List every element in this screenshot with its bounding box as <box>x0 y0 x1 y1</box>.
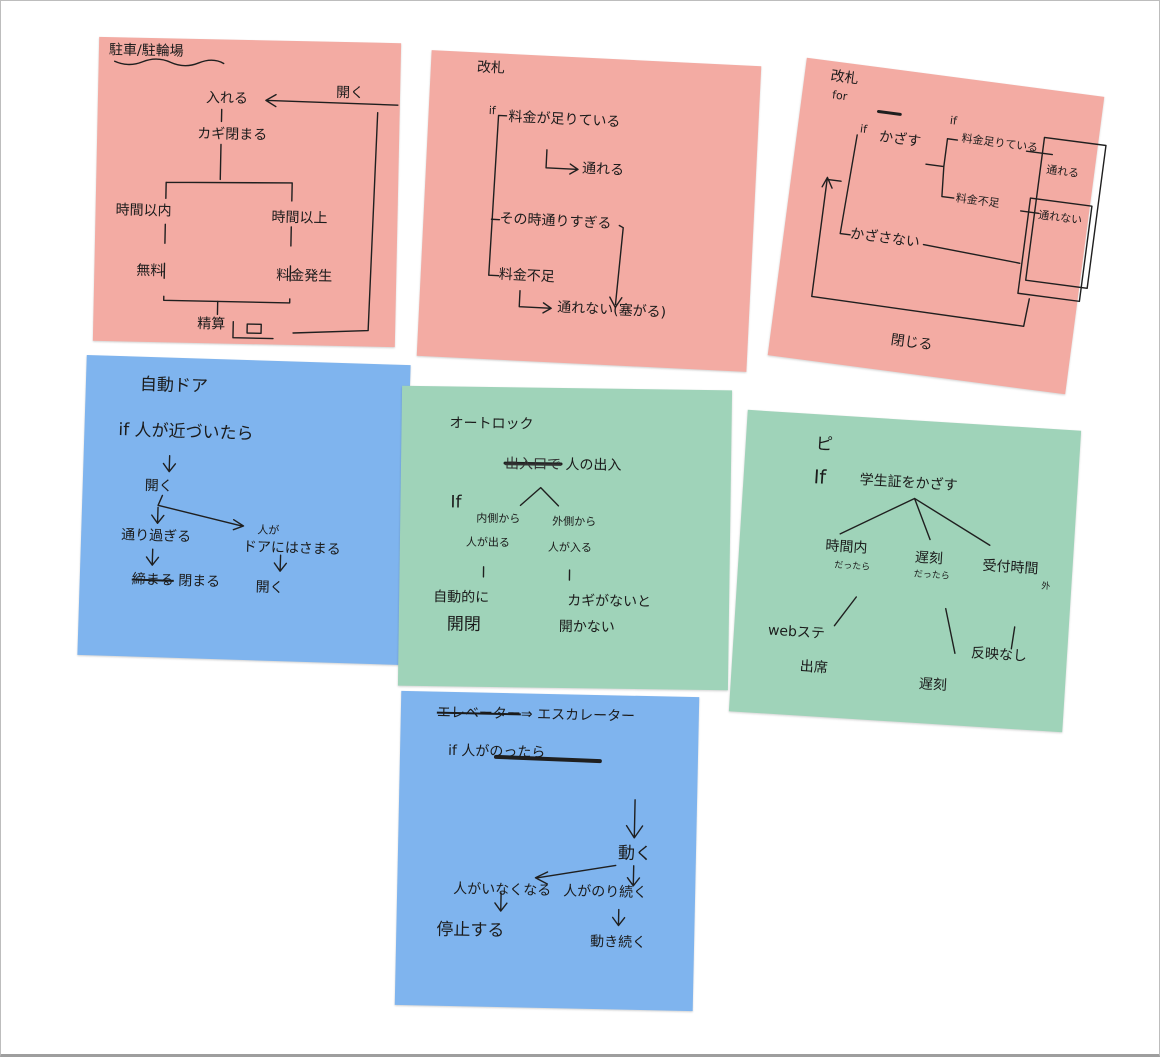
auto-lock-nokey-b: 開かない <box>558 618 615 636</box>
auto-door-open: 開く <box>144 477 173 495</box>
auto-lock-if: If <box>450 492 462 513</box>
escalator-condition: if 人がのったら <box>447 742 546 761</box>
auto-lock-entry: 出入口で 人の出入 <box>504 456 622 474</box>
note-parking[interactable]: 駐車/駐輪場 入れる 開く カギ閉まる 時間以内 時間以上 無料 料金発生 精算 <box>92 36 402 348</box>
auto-lock-flowchart <box>482 461 571 581</box>
parking-fee: 料金発生 <box>276 267 333 285</box>
auto-lock-title: オートロック <box>449 415 534 433</box>
ticket-gate-short: 料金不足 <box>498 266 556 286</box>
student-id-in-time: 時間内 <box>824 537 868 557</box>
auto-door-caught2: ドアにはさまる <box>242 538 342 559</box>
student-id-title: ピ <box>815 434 834 456</box>
ticket-gate-2-if1: if <box>859 122 868 137</box>
parking-flowchart <box>114 58 399 340</box>
student-id-flowchart <box>833 497 1016 654</box>
escalator-gone: 人がいなくなる <box>453 881 552 900</box>
auto-door-caught: 人が <box>257 523 280 538</box>
note-ticket-gate[interactable]: 改札 if 料金が足りている 通れる その時通りすぎる 料金不足 通れない(塞が… <box>416 50 762 372</box>
parking-title: 駐車/駐輪場 <box>108 42 184 60</box>
escalator-continue: 動き続く <box>589 933 647 952</box>
student-id-if: If <box>813 466 827 489</box>
note-student-id[interactable]: ピ If 学生証をかざす 時間内 だったら 遅刻 だったら 受付時間 外 web… <box>728 409 1082 733</box>
auto-lock-auto-b: 開閉 <box>446 614 481 635</box>
auto-door-flowchart <box>145 454 288 572</box>
note-auto-lock[interactable]: オートロック 出入口で 人の出入 If 内側から 人が出る 外側から 人が入る … <box>397 385 733 691</box>
auto-door-through: 通り過ぎる <box>120 527 192 546</box>
note-ticket-gate-2[interactable]: 改札 for if かざす if 料金足りている 通れる 料金不足 通れない か… <box>767 57 1107 395</box>
parking-free: 無料 <box>136 262 165 280</box>
ticket-gate-2-flowchart <box>811 110 1107 327</box>
parking-enter: 入れる <box>205 90 249 107</box>
auto-lock-outside-a: 外側から <box>552 514 597 529</box>
auto-door-title: 自動ドア <box>139 374 209 397</box>
auto-door-condition: if 人が近づいたら <box>118 420 254 445</box>
student-id-present: 出席 <box>799 658 829 677</box>
ticket-gate-2-title: 改札 <box>829 68 860 88</box>
auto-lock-auto-a: 自動的に <box>433 589 490 606</box>
escalator-keep: 人がのり続く <box>562 883 648 902</box>
student-id-late: 遅刻 <box>914 549 944 568</box>
student-id-no-effect: 反映なし <box>970 645 1028 665</box>
auto-door-close: 締まる 閉まる <box>131 571 221 591</box>
parking-over: 時間以上 <box>271 209 328 227</box>
auto-lock-outside-b: 人が入る <box>547 540 592 555</box>
auto-lock-inside-a: 内側から <box>476 511 521 526</box>
student-id-after-sub: 外 <box>1040 581 1051 593</box>
student-id-web: webステ <box>767 622 826 643</box>
ticket-gate-2-subtitle: for <box>831 88 849 104</box>
ticket-gate-if: if <box>488 103 497 118</box>
note-auto-door[interactable]: 自動ドア if 人が近づいたら 開く 通り過ぎる 人が ドアにはさまる 締まる … <box>77 354 411 666</box>
student-id-after: 受付時間 <box>981 557 1039 578</box>
parking-within: 時間以内 <box>115 202 172 220</box>
escalator-title: エレベーター⇒ エスカレーター <box>436 704 636 725</box>
parking-pay: 精算 <box>197 315 226 333</box>
ticket-gate-title: 改札 <box>476 59 506 77</box>
escalator-flowchart <box>493 754 644 927</box>
auto-door-reopen: 開く <box>255 579 284 597</box>
parking-open: 開く <box>335 84 365 102</box>
note-escalator[interactable]: エレベーター⇒ エスカレーター if 人がのったら 動く 人がいなくなる 人がの… <box>394 690 700 1012</box>
ticket-gate-pass: 通れる <box>581 160 625 179</box>
auto-lock-inside-b: 人が出る <box>465 535 511 550</box>
auto-lock-nokey-a: カギがないと <box>567 593 652 611</box>
escalator-move: 動く <box>617 843 653 865</box>
parking-lock: カギ閉まる <box>197 125 268 144</box>
ticket-gate-2-if2: if <box>949 113 958 128</box>
ticket-gate-flowchart <box>488 114 624 314</box>
escalator-stop: 停止する <box>436 919 505 942</box>
student-id-late-result: 遅刻 <box>918 676 948 694</box>
